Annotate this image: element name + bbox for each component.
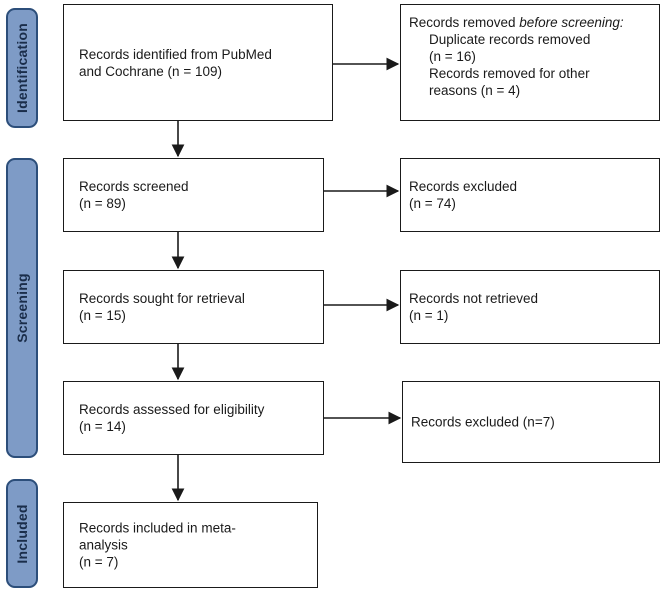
removed-heading-italic: before screening: [519, 15, 624, 30]
assessed-line2: (n = 14) [79, 419, 126, 434]
other-reasons-line2: reasons (n = 4) [429, 83, 521, 98]
box-records-sought: Records sought for retrieval (n = 15) [63, 270, 324, 344]
screened-line1: Records screened [79, 179, 189, 194]
phase-included: Included [6, 479, 38, 588]
not-retrieved-line2: (n = 1) [409, 308, 449, 323]
excluded2-line1: Records excluded (n=7) [411, 414, 555, 430]
excluded1-line2: (n = 74) [409, 196, 456, 211]
box-records-included: Records included in meta- analysis (n = … [63, 502, 318, 588]
box-records-excluded-1: Records excluded (n = 74) [400, 158, 660, 232]
screened-line2: (n = 89) [79, 196, 126, 211]
excluded1-line1: Records excluded [409, 179, 518, 194]
box-records-removed: Records removed before screening: Duplic… [400, 4, 660, 121]
duplicates-line1: Duplicate records removed [429, 32, 591, 47]
removed-heading: Records removed [409, 15, 520, 30]
box-records-excluded-2: Records excluded (n=7) [402, 381, 660, 463]
box-records-not-retrieved: Records not retrieved (n = 1) [400, 270, 660, 344]
phase-screening-label: Screening [14, 273, 30, 343]
assessed-line1: Records assessed for eligibility [79, 402, 265, 417]
duplicates-line2: (n = 16) [429, 49, 476, 64]
box-records-screened: Records screened (n = 89) [63, 158, 324, 232]
included-line3: (n = 7) [79, 554, 119, 570]
sought-line2: (n = 15) [79, 308, 126, 323]
other-reasons-line1: Records removed for other [429, 66, 590, 81]
phase-included-label: Included [14, 503, 30, 564]
phase-screening: Screening [6, 158, 38, 458]
included-line2: analysis [79, 537, 128, 553]
phase-identification-label: Identification [14, 23, 30, 113]
phase-identification: Identification [6, 8, 38, 128]
identified-line1: Records identified from PubMed [79, 46, 272, 62]
not-retrieved-line1: Records not retrieved [409, 291, 539, 306]
box-records-assessed: Records assessed for eligibility (n = 14… [63, 381, 324, 455]
box-records-identified: Records identified from PubMed and Cochr… [63, 4, 333, 121]
identified-line2: and Cochrane (n = 109) [79, 63, 222, 79]
included-line1: Records included in meta- [79, 520, 236, 536]
sought-line1: Records sought for retrieval [79, 291, 245, 306]
